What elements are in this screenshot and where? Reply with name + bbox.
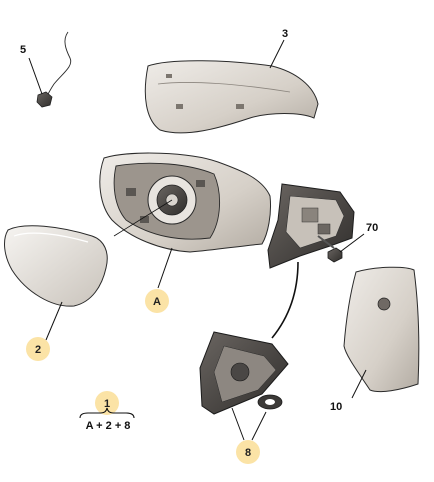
leader-line-10 [351,369,367,399]
callout-circle-8: 8 [236,440,260,464]
callout-label-10: 10 [330,401,342,413]
leader-line-3 [269,39,285,69]
leader-line-8a [231,407,245,441]
callout-label-70: 70 [366,222,378,234]
leader-line-A [157,247,173,289]
leader-line-5 [28,57,43,95]
leader-line-2 [45,301,63,341]
callout-label-8: 8 [245,447,251,459]
seal-ring-part [257,394,283,410]
screw-part [327,247,343,263]
lower-trim-cover-part [343,266,420,393]
callout-circle-2: 2 [26,337,50,361]
mirror-glass-part [4,225,108,307]
callout-circle-A: A [145,289,169,313]
wire-harness-part [36,31,72,108]
mirror-cover-part [144,60,319,134]
motor-axis-line [113,199,173,237]
callout-label-3: 3 [282,28,288,40]
kit-formula: A + 2 + 8 [86,420,131,432]
mirror-housing-part [99,152,271,253]
callout-label-5: 5 [20,44,26,56]
leader-line-70 [339,233,365,253]
callout-label-A: A [153,296,161,308]
callout-label-2: 2 [35,344,41,356]
leader-lines [28,39,367,441]
assembly-path-line [271,261,299,339]
callout-label-1: 1 [104,398,110,410]
formula-brace [79,407,135,419]
leader-line-8b [251,411,267,441]
mirror-base-part [267,183,355,269]
backing-plate-part [199,331,289,415]
callout-circle-1: 1 [95,391,119,415]
